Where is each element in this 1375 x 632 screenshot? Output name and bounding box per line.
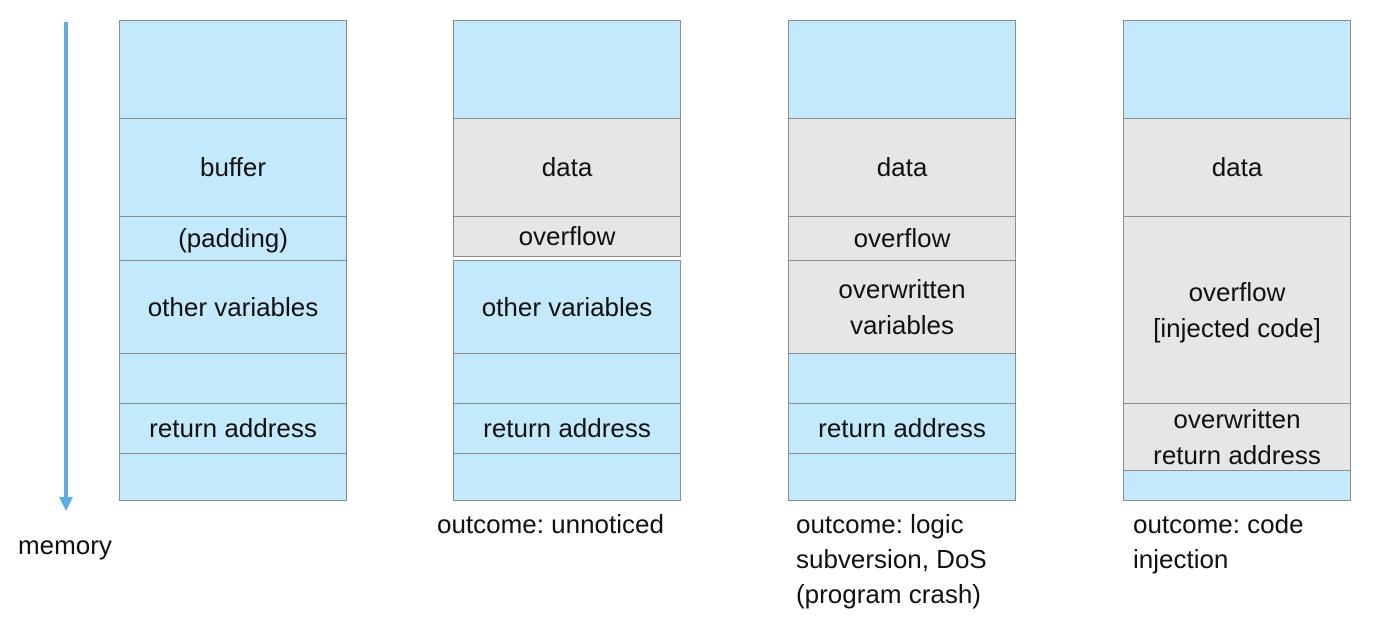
outcome-unnoticed: outcome: unnoticed	[437, 509, 664, 539]
injected-code-segment: overflow [injected code]	[1123, 216, 1351, 405]
data-segment: data	[453, 118, 681, 218]
overwritten-variables-segment: overwritten variables	[788, 260, 1016, 355]
buffer-segment: buffer	[119, 118, 347, 218]
stack-segment	[453, 20, 681, 120]
stack-segment	[1123, 470, 1351, 501]
padding-segment: (padding)	[119, 216, 347, 262]
return-address-segment: return address	[788, 403, 1016, 455]
stack-segment	[119, 353, 347, 405]
outcome-code-injection: outcome: code injection	[1133, 509, 1304, 574]
stack-segment	[119, 20, 347, 120]
memory-label: memory	[18, 530, 112, 560]
stack-segment	[453, 353, 681, 405]
outcome-logic-subversion: outcome: logic subversion, DoS (program …	[796, 509, 987, 609]
stack-segment	[119, 453, 347, 501]
other-variables-segment: other variables	[453, 260, 681, 355]
return-address-segment: return address	[119, 403, 347, 455]
stack-segment	[1123, 20, 1351, 120]
arrow-head-icon	[59, 497, 73, 511]
other-variables-segment: other variables	[119, 260, 347, 355]
data-segment: data	[788, 118, 1016, 218]
overflow-segment: overflow	[788, 216, 1016, 262]
memory-direction-arrow	[64, 22, 68, 500]
stack-segment	[453, 453, 681, 501]
data-segment: data	[1123, 118, 1351, 218]
overwritten-return-address-segment: overwritten return address	[1123, 403, 1351, 472]
stack-segment	[788, 20, 1016, 120]
stack-segment	[788, 353, 1016, 405]
stack-segment	[788, 453, 1016, 501]
overflow-segment: overflow	[453, 216, 681, 257]
return-address-segment: return address	[453, 403, 681, 455]
